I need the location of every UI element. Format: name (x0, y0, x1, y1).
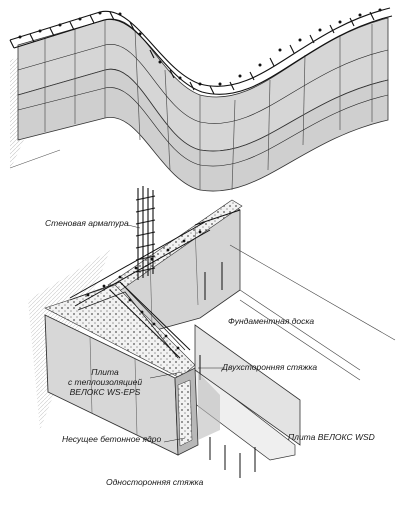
corner-assembly (28, 186, 396, 478)
label-insulated-plate: Плита с теплоизоляцией ВЕЛОКС WS-EPS (62, 367, 148, 397)
ties-top (17, 44, 389, 167)
rebar-bottom (69, 209, 241, 359)
label-foundation-board: Фундаментная доска (228, 316, 315, 326)
foundation-board (229, 244, 396, 381)
ground-line-top (9, 149, 61, 169)
curved-wall (9, 7, 393, 192)
label-two-sided-tie: Двухсторонняя стяжка (222, 362, 318, 372)
panel-seams-top (44, 20, 373, 191)
curved-wall-lower (17, 68, 389, 192)
shadow (198, 372, 220, 440)
label-insulated-plate-line3: ВЕЛОКС WS-EPS (69, 387, 141, 397)
front-wall-end-insulation (177, 379, 193, 447)
label-bearing-core: Несущее бетонное ядро (62, 434, 162, 444)
label-one-sided-tie: Односторонняя стяжка (106, 477, 204, 487)
leader-lines (127, 224, 225, 443)
label-wall-rebar: Стеновая арматура (45, 218, 129, 228)
label-insulated-plate-line2: с теплоизоляцией (67, 377, 143, 387)
rebar-dots-bottom (86, 230, 202, 350)
label-insulated-plate-line1: Плита (91, 367, 119, 377)
label-wsd-plate: Плита ВЕЛОКС WSD (288, 432, 375, 442)
wsd-plate-face (194, 324, 301, 446)
vertical-rebar (135, 186, 156, 280)
rebar-dots-top (18, 8, 382, 86)
